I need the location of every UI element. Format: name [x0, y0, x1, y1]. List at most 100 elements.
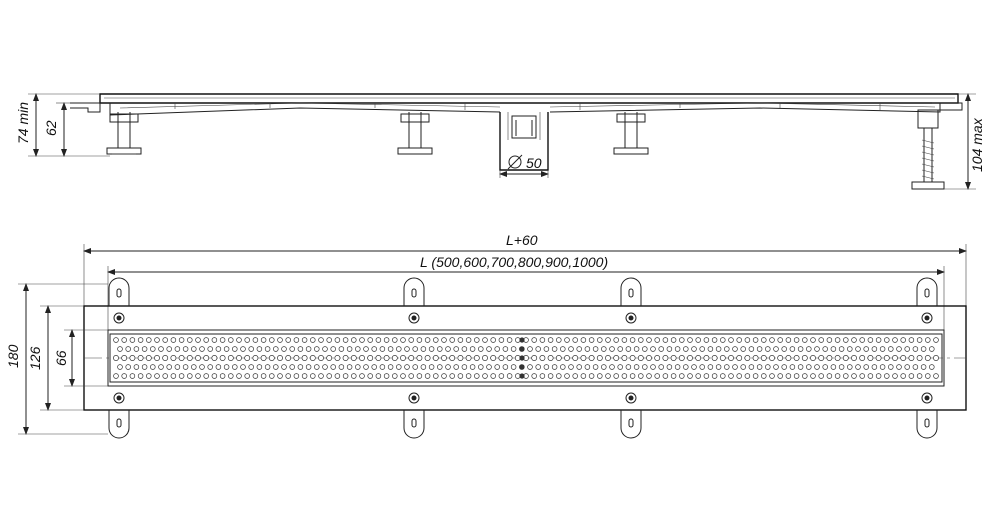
- grate-hole: [801, 355, 808, 361]
- grate-hole: [301, 355, 308, 361]
- grate-hole: [351, 373, 357, 379]
- grate-hole: [588, 355, 595, 361]
- grate-hole: [228, 337, 234, 343]
- grate-hole: [469, 346, 476, 352]
- grate-hole: [847, 346, 853, 352]
- grate-hole: [843, 337, 849, 343]
- grate-hole: [777, 373, 783, 379]
- grate-hole: [256, 364, 263, 370]
- grate-hole: [736, 355, 743, 361]
- grate-hole: [252, 355, 259, 361]
- grate-hole: [629, 355, 636, 361]
- grate-hole: [855, 346, 861, 352]
- grate-hole: [629, 337, 636, 343]
- grate-hole: [449, 373, 455, 379]
- grate-hole: [154, 337, 160, 343]
- grate-hole: [474, 337, 480, 343]
- grate-hole: [777, 337, 783, 343]
- grate-hole: [387, 364, 394, 370]
- grate-hole: [166, 346, 172, 352]
- grate-hole: [437, 346, 443, 352]
- grate-hole: [121, 337, 127, 343]
- grate-hole: [621, 355, 628, 361]
- grate-hole: [867, 355, 874, 361]
- grate-hole: [711, 373, 718, 379]
- grate-hole: [793, 337, 800, 343]
- grate-hole: [392, 373, 398, 379]
- grate-hole: [761, 337, 767, 343]
- grate-hole: [732, 364, 738, 370]
- grate-hole: [592, 346, 599, 352]
- grate-hole: [416, 355, 423, 361]
- grate-hole: [670, 355, 677, 361]
- grate-hole: [281, 364, 287, 370]
- grate-hole: [662, 337, 669, 343]
- dim-l-range: L (500,600,700,800,900,1000): [420, 254, 608, 270]
- grate-hole: [404, 346, 410, 352]
- grate-hole: [248, 346, 254, 352]
- grate-hole: [252, 373, 259, 379]
- grate-hole: [576, 364, 582, 370]
- grate-hole: [129, 373, 136, 379]
- grate-hole: [121, 355, 128, 361]
- grate-hole: [687, 373, 693, 379]
- grate-hole: [596, 355, 603, 361]
- grate-hole: [703, 337, 710, 343]
- grate-hole: [191, 346, 197, 352]
- grate-hole: [441, 355, 447, 361]
- grate-hole: [498, 337, 505, 343]
- grate-hole: [568, 346, 574, 352]
- grate-hole: [486, 364, 492, 370]
- grate-hole: [834, 337, 841, 343]
- mounting-tabs: [108, 277, 938, 439]
- grate-hole: [277, 373, 283, 379]
- grate-hole: [625, 346, 632, 352]
- grate-hole: [810, 373, 816, 379]
- grate-hole: [506, 337, 513, 343]
- grate-hole: [670, 373, 677, 379]
- dim-74-min: 74 min: [15, 102, 31, 144]
- grate-hole: [285, 337, 291, 343]
- grate-hole: [400, 373, 406, 379]
- grate-hole: [691, 364, 697, 370]
- grate-hole: [330, 346, 336, 352]
- grate-hole: [752, 355, 759, 361]
- grate-hole: [318, 337, 324, 343]
- grate-hole: [892, 337, 898, 343]
- grate-hole: [892, 355, 898, 361]
- grate-hole: [871, 364, 878, 370]
- center-hole: [519, 373, 525, 379]
- grate-hole: [773, 364, 779, 370]
- grate-hole: [269, 337, 275, 343]
- grate-hole: [186, 355, 193, 361]
- grate-hole: [490, 355, 497, 361]
- grate-hole: [264, 364, 271, 370]
- grate-hole: [433, 373, 439, 379]
- grate-hole: [474, 373, 480, 379]
- grate-hole: [572, 373, 578, 379]
- grate-hole: [826, 373, 833, 379]
- grate-hole: [908, 373, 915, 379]
- grate-hole: [482, 373, 488, 379]
- grate-hole: [408, 373, 414, 379]
- grate-hole: [551, 364, 558, 370]
- grate-hole: [609, 364, 615, 370]
- grate-hole: [363, 364, 369, 370]
- mounting-tab: [108, 277, 130, 324]
- grate-hole: [654, 355, 661, 361]
- grate-hole: [539, 337, 546, 343]
- grate-hole: [273, 346, 279, 352]
- grate-hole: [125, 346, 131, 352]
- grate-hole: [338, 346, 345, 352]
- grate-hole: [806, 346, 812, 352]
- grate-hole: [297, 346, 304, 352]
- grate-hole: [580, 373, 587, 379]
- grate-hole: [117, 364, 123, 370]
- grate-hole: [605, 355, 611, 361]
- grate-hole: [195, 355, 201, 361]
- grate-hole: [642, 346, 648, 352]
- grate-hole: [859, 355, 866, 361]
- grate-hole: [133, 346, 140, 352]
- grate-hole: [199, 364, 205, 370]
- grate-hole: [597, 373, 603, 379]
